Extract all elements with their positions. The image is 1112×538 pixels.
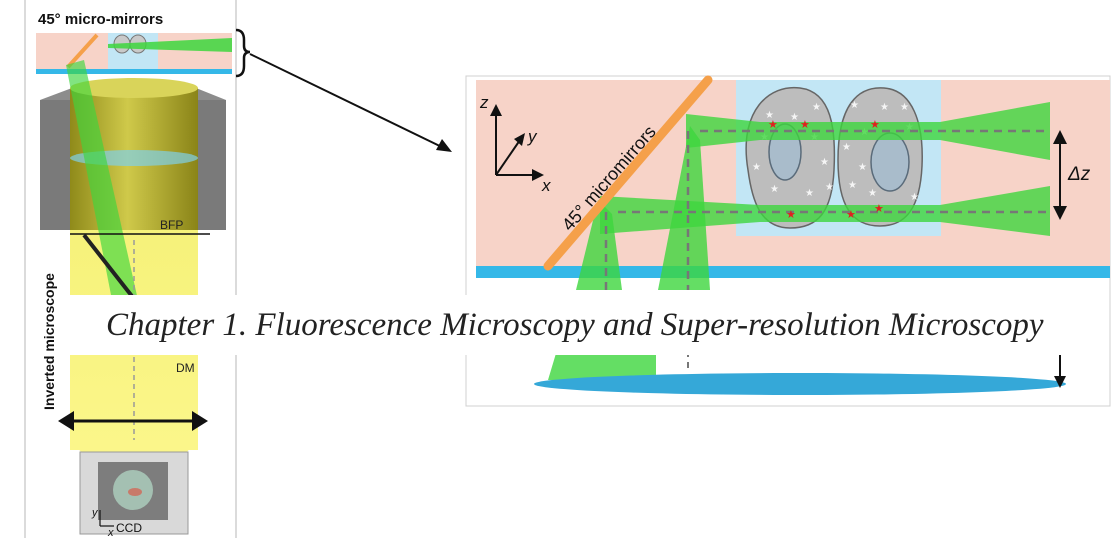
xyz-axes <box>490 104 544 181</box>
upward-beam-left <box>576 200 622 290</box>
micro-mirrors-title: 45° micro-mirrors <box>38 11 163 28</box>
svg-text:★: ★ <box>786 209 796 221</box>
svg-text:★: ★ <box>820 157 829 168</box>
upward-beam-right <box>658 126 710 290</box>
objective-shoulder-right <box>196 88 226 100</box>
inverted-microscope-label: Inverted microscope <box>41 273 57 410</box>
mini-coverglass <box>36 69 232 74</box>
delta-z-arrow-up <box>1053 130 1067 144</box>
excitation-beam <box>66 60 138 300</box>
svg-text:★: ★ <box>842 142 851 153</box>
svg-text:★: ★ <box>900 102 909 113</box>
inset-coverglass <box>476 266 1110 278</box>
svg-text:★: ★ <box>846 209 856 221</box>
mini-mirror <box>66 33 99 69</box>
nucleus-right <box>870 132 910 192</box>
ccd-cell <box>128 488 142 496</box>
objective-top-rim <box>70 78 198 98</box>
objective-housing-left <box>40 100 72 230</box>
delta-z-arrow-down <box>1053 206 1067 220</box>
lower-depth-arrow-head <box>1054 376 1066 388</box>
ccd-label: CCD <box>116 521 142 535</box>
zoom-pointer <box>249 53 449 151</box>
axis-z-label: z <box>479 93 489 112</box>
svg-text:★: ★ <box>768 119 778 131</box>
svg-text:★: ★ <box>858 162 867 173</box>
svg-text:★: ★ <box>850 100 859 111</box>
lower-lens <box>534 373 1066 395</box>
svg-text:★: ★ <box>880 102 889 113</box>
tube-lens-arrow-left <box>58 411 74 431</box>
objective-housing-right <box>196 100 226 230</box>
svg-text:★: ★ <box>874 203 884 215</box>
svg-text:★: ★ <box>870 119 880 131</box>
micromirror <box>543 75 713 271</box>
svg-text:★: ★ <box>752 162 761 173</box>
left-panel: 45° micro-mirrors BFP DM <box>24 0 237 538</box>
dm-label: DM <box>176 361 195 375</box>
mini-beam <box>108 38 232 52</box>
tube-lens-arrow-right <box>192 411 208 431</box>
svg-text:★: ★ <box>868 188 877 199</box>
delta-z-label: Δz <box>1067 164 1091 185</box>
svg-text:★: ★ <box>800 119 810 131</box>
zoom-pointer-head <box>436 139 452 152</box>
objective-shoulder-left <box>40 88 72 100</box>
svg-text:★: ★ <box>765 110 774 121</box>
dichroic-mirror <box>82 233 137 302</box>
bfp-label: BFP <box>160 218 183 232</box>
ccd-axis-y-label: y <box>91 507 99 519</box>
ccd-axis-x-label: x <box>107 527 114 538</box>
svg-text:★: ★ <box>910 192 919 203</box>
svg-text:★: ★ <box>848 180 857 191</box>
svg-text:★: ★ <box>770 184 779 195</box>
chapter-caption: Chapter 1. Fluorescence Microscopy and S… <box>70 295 1070 355</box>
axis-x-label: x <box>541 176 551 195</box>
svg-text:★: ★ <box>825 182 834 193</box>
zoom-brace <box>235 28 251 78</box>
svg-text:★: ★ <box>790 112 799 123</box>
svg-text:★: ★ <box>805 188 814 199</box>
light-sheet-lower <box>600 186 1050 236</box>
svg-text:★: ★ <box>812 102 821 113</box>
axis-y-label: y <box>527 127 538 146</box>
inset-panel: ★★★ ★★★ ★★★ ★★★ ★★★ ★★★ ★★ ★★★ ★★★ 45° m… <box>465 75 1111 407</box>
active-fluorophores: ★★★ ★★★ <box>768 119 884 221</box>
